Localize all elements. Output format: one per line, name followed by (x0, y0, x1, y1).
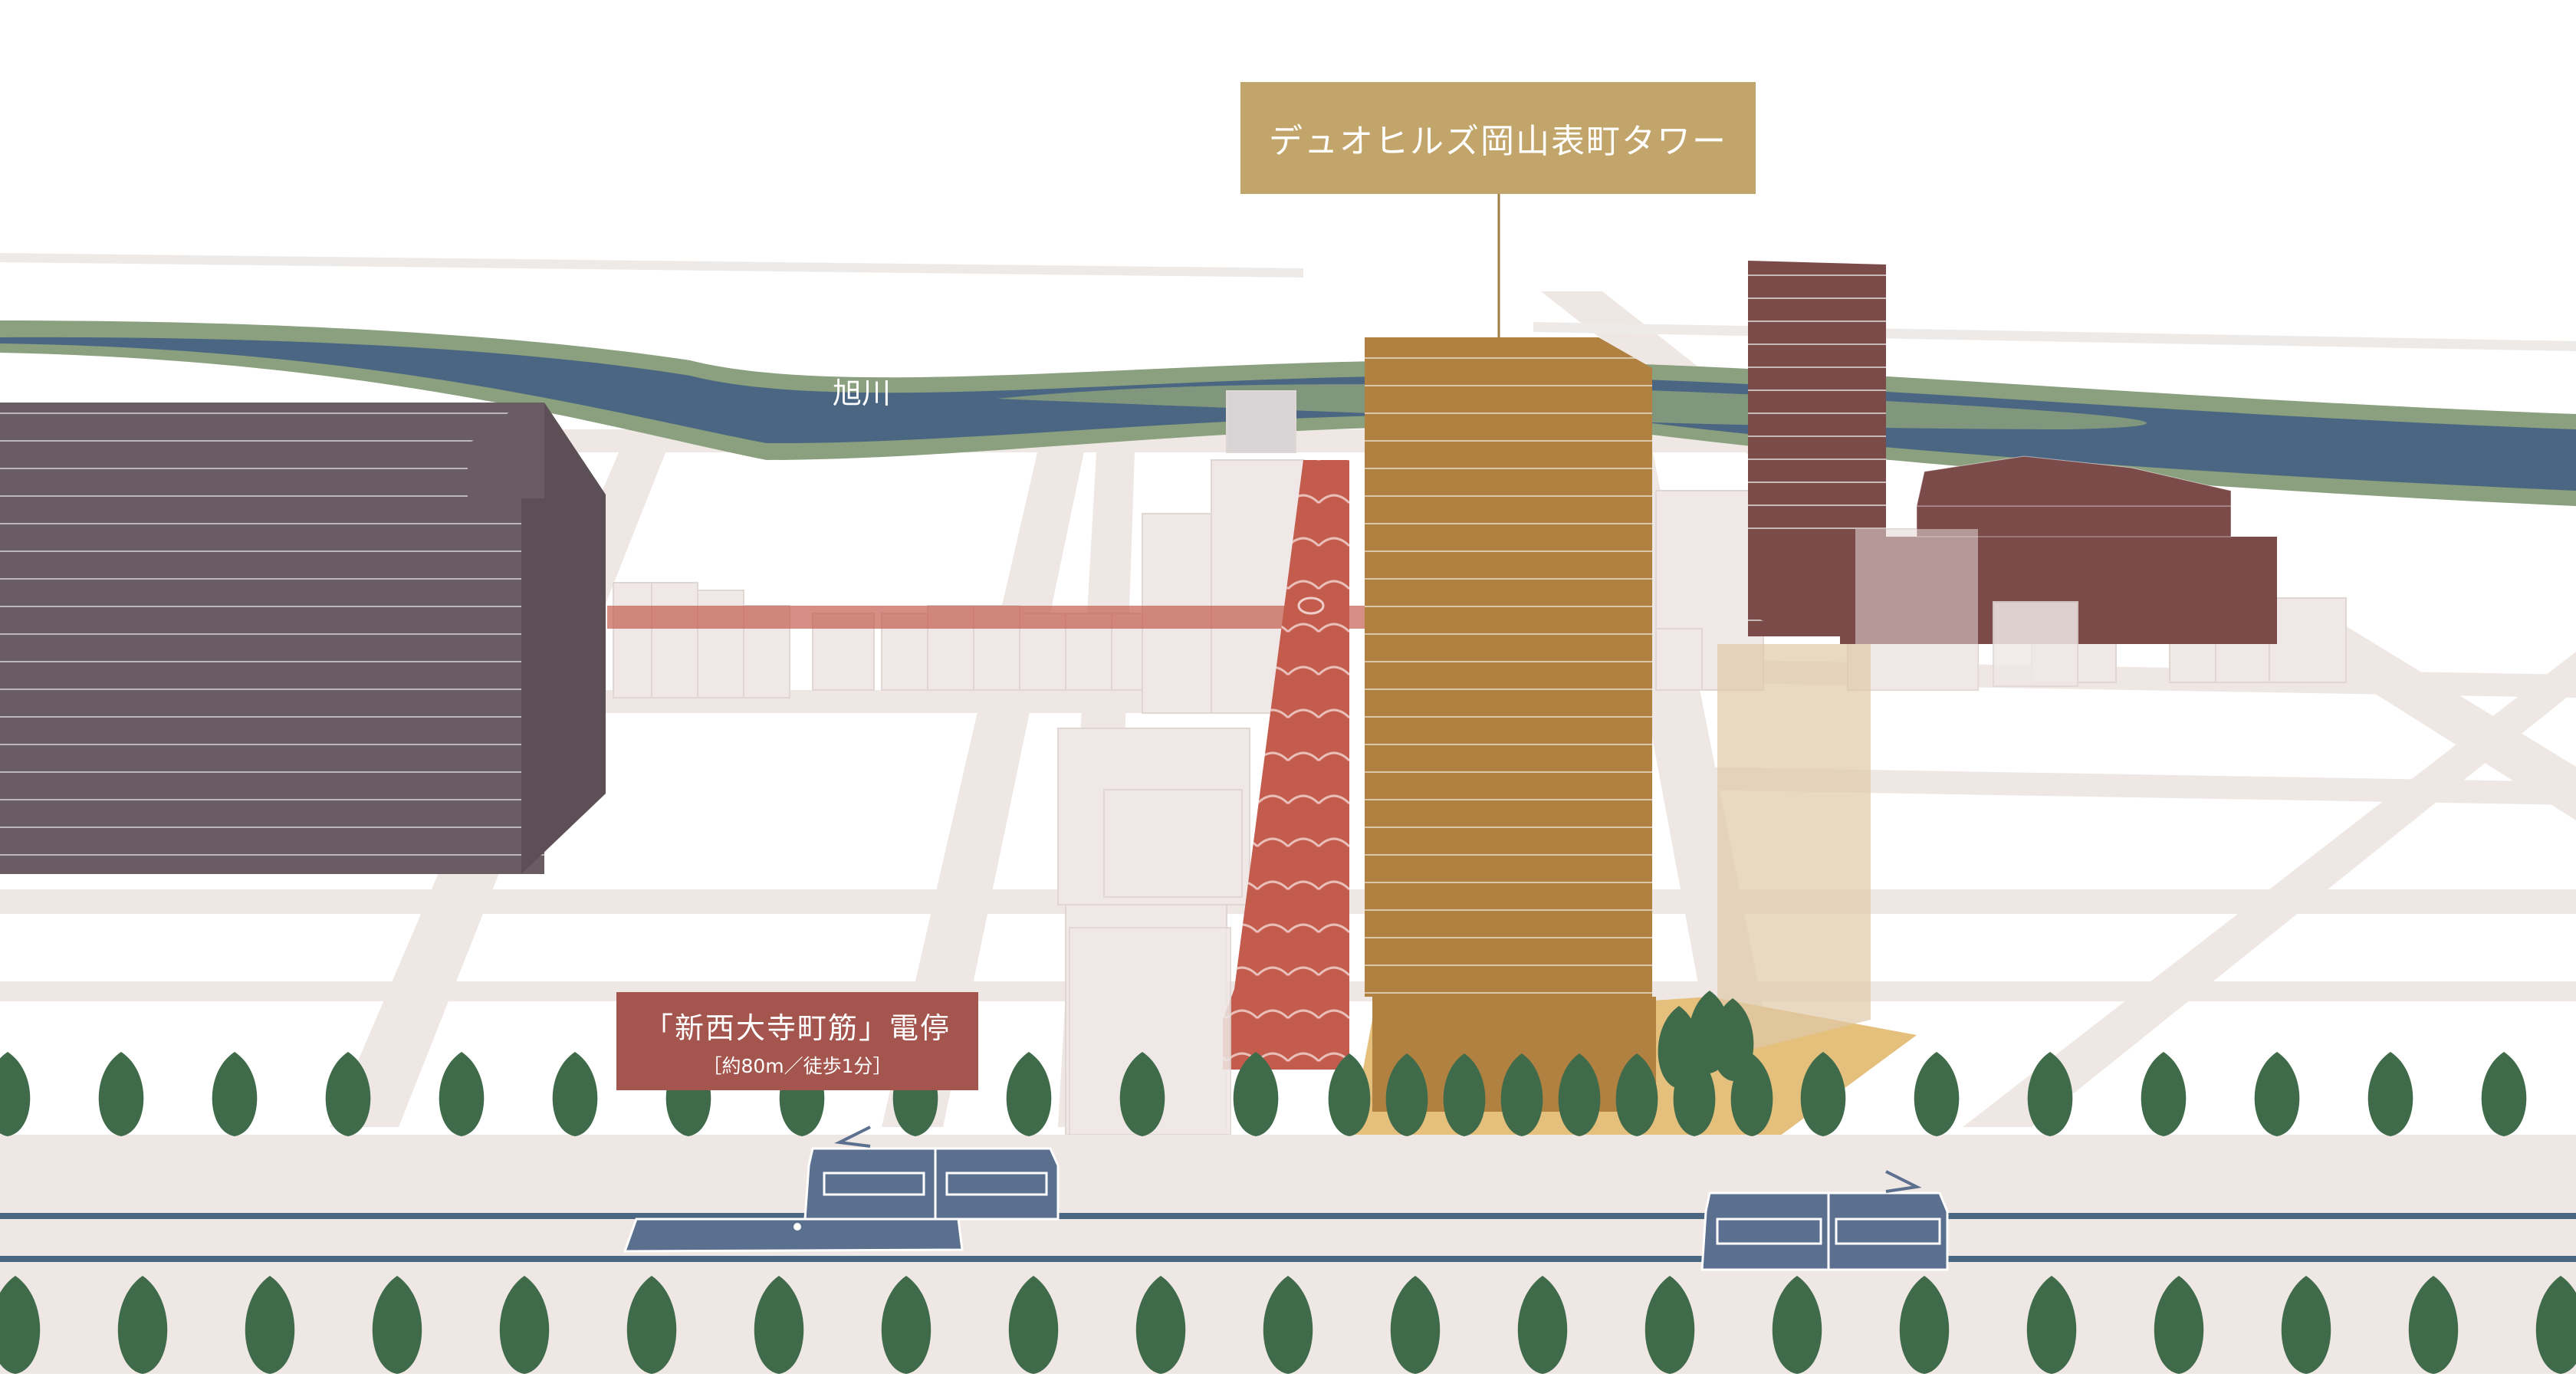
tree-icon (439, 1052, 485, 1136)
tree-icon (552, 1052, 598, 1136)
tree-icon (1711, 998, 1754, 1081)
tree-icon (98, 1052, 144, 1136)
left-block-building (0, 403, 606, 874)
tree-icon (1233, 1052, 1279, 1136)
right-block-building (1840, 455, 2277, 690)
tree-icon (0, 1052, 31, 1136)
tree-icon (372, 1276, 422, 1374)
tree-icon (2154, 1276, 2204, 1374)
tree-icon (2481, 1052, 2527, 1136)
tree-icon (1644, 1276, 1695, 1374)
tree-icon (2408, 1276, 2459, 1374)
tree-icon (2141, 1052, 2187, 1136)
tree-icon (1443, 1053, 1486, 1136)
tree-icon (626, 1276, 677, 1374)
tram-right (1700, 1170, 1949, 1271)
tree-icon (499, 1276, 550, 1374)
tree-icon (1263, 1276, 1313, 1374)
tree-icon (754, 1276, 804, 1374)
tree-icon (245, 1276, 295, 1374)
tree-icon (2027, 1052, 2073, 1136)
tower-name-text: デュオヒルズ岡山表町タワー (1269, 122, 1727, 161)
tram-stop-distance: ［約80m／徒歩1分］ (702, 1054, 892, 1077)
tree-icon (1008, 1276, 1059, 1374)
tree-icon (2535, 1276, 2576, 1374)
tree-icon (325, 1052, 371, 1136)
tree-icon (212, 1052, 258, 1136)
tree-icon (1800, 1052, 1846, 1136)
tree-icon (1006, 1052, 1052, 1136)
arcade-north-south (1223, 460, 1349, 1070)
tram-stop-label: 「新西大寺町筋」電停 ［約80m／徒歩1分］ (616, 992, 978, 1090)
tree-icon (1385, 1053, 1428, 1136)
tree-icon (2281, 1276, 2331, 1374)
tower-name-label: デュオヒルズ岡山表町タワー (1240, 82, 1756, 194)
tree-icon (1914, 1052, 1960, 1136)
tree-icon (2254, 1052, 2300, 1136)
river-name-label: 旭川 (833, 376, 892, 410)
tree-icon (1500, 1053, 1543, 1136)
tree-icon (1558, 1053, 1601, 1136)
arcade-east-west (607, 606, 1365, 629)
tree-icon (1517, 1276, 1568, 1374)
tree-icon (1328, 1053, 1371, 1136)
tree-icon (1899, 1276, 1950, 1374)
tree-icon (1135, 1276, 1186, 1374)
tree-icon (117, 1276, 168, 1374)
tree-icon (0, 1276, 41, 1374)
tram-left (623, 1126, 1060, 1253)
tree-icon (881, 1276, 932, 1374)
tree-icon (1772, 1276, 1822, 1374)
tree-icon (1119, 1052, 1165, 1136)
tree-icon (1390, 1276, 1441, 1374)
main-tower (1365, 192, 1656, 1112)
street-trees (0, 991, 2576, 1374)
tram-stop-name: 「新西大寺町筋」電停 (643, 1011, 951, 1045)
tree-icon (2026, 1276, 2077, 1374)
tree-icon (1615, 1053, 1658, 1136)
tree-icon (2367, 1052, 2413, 1136)
